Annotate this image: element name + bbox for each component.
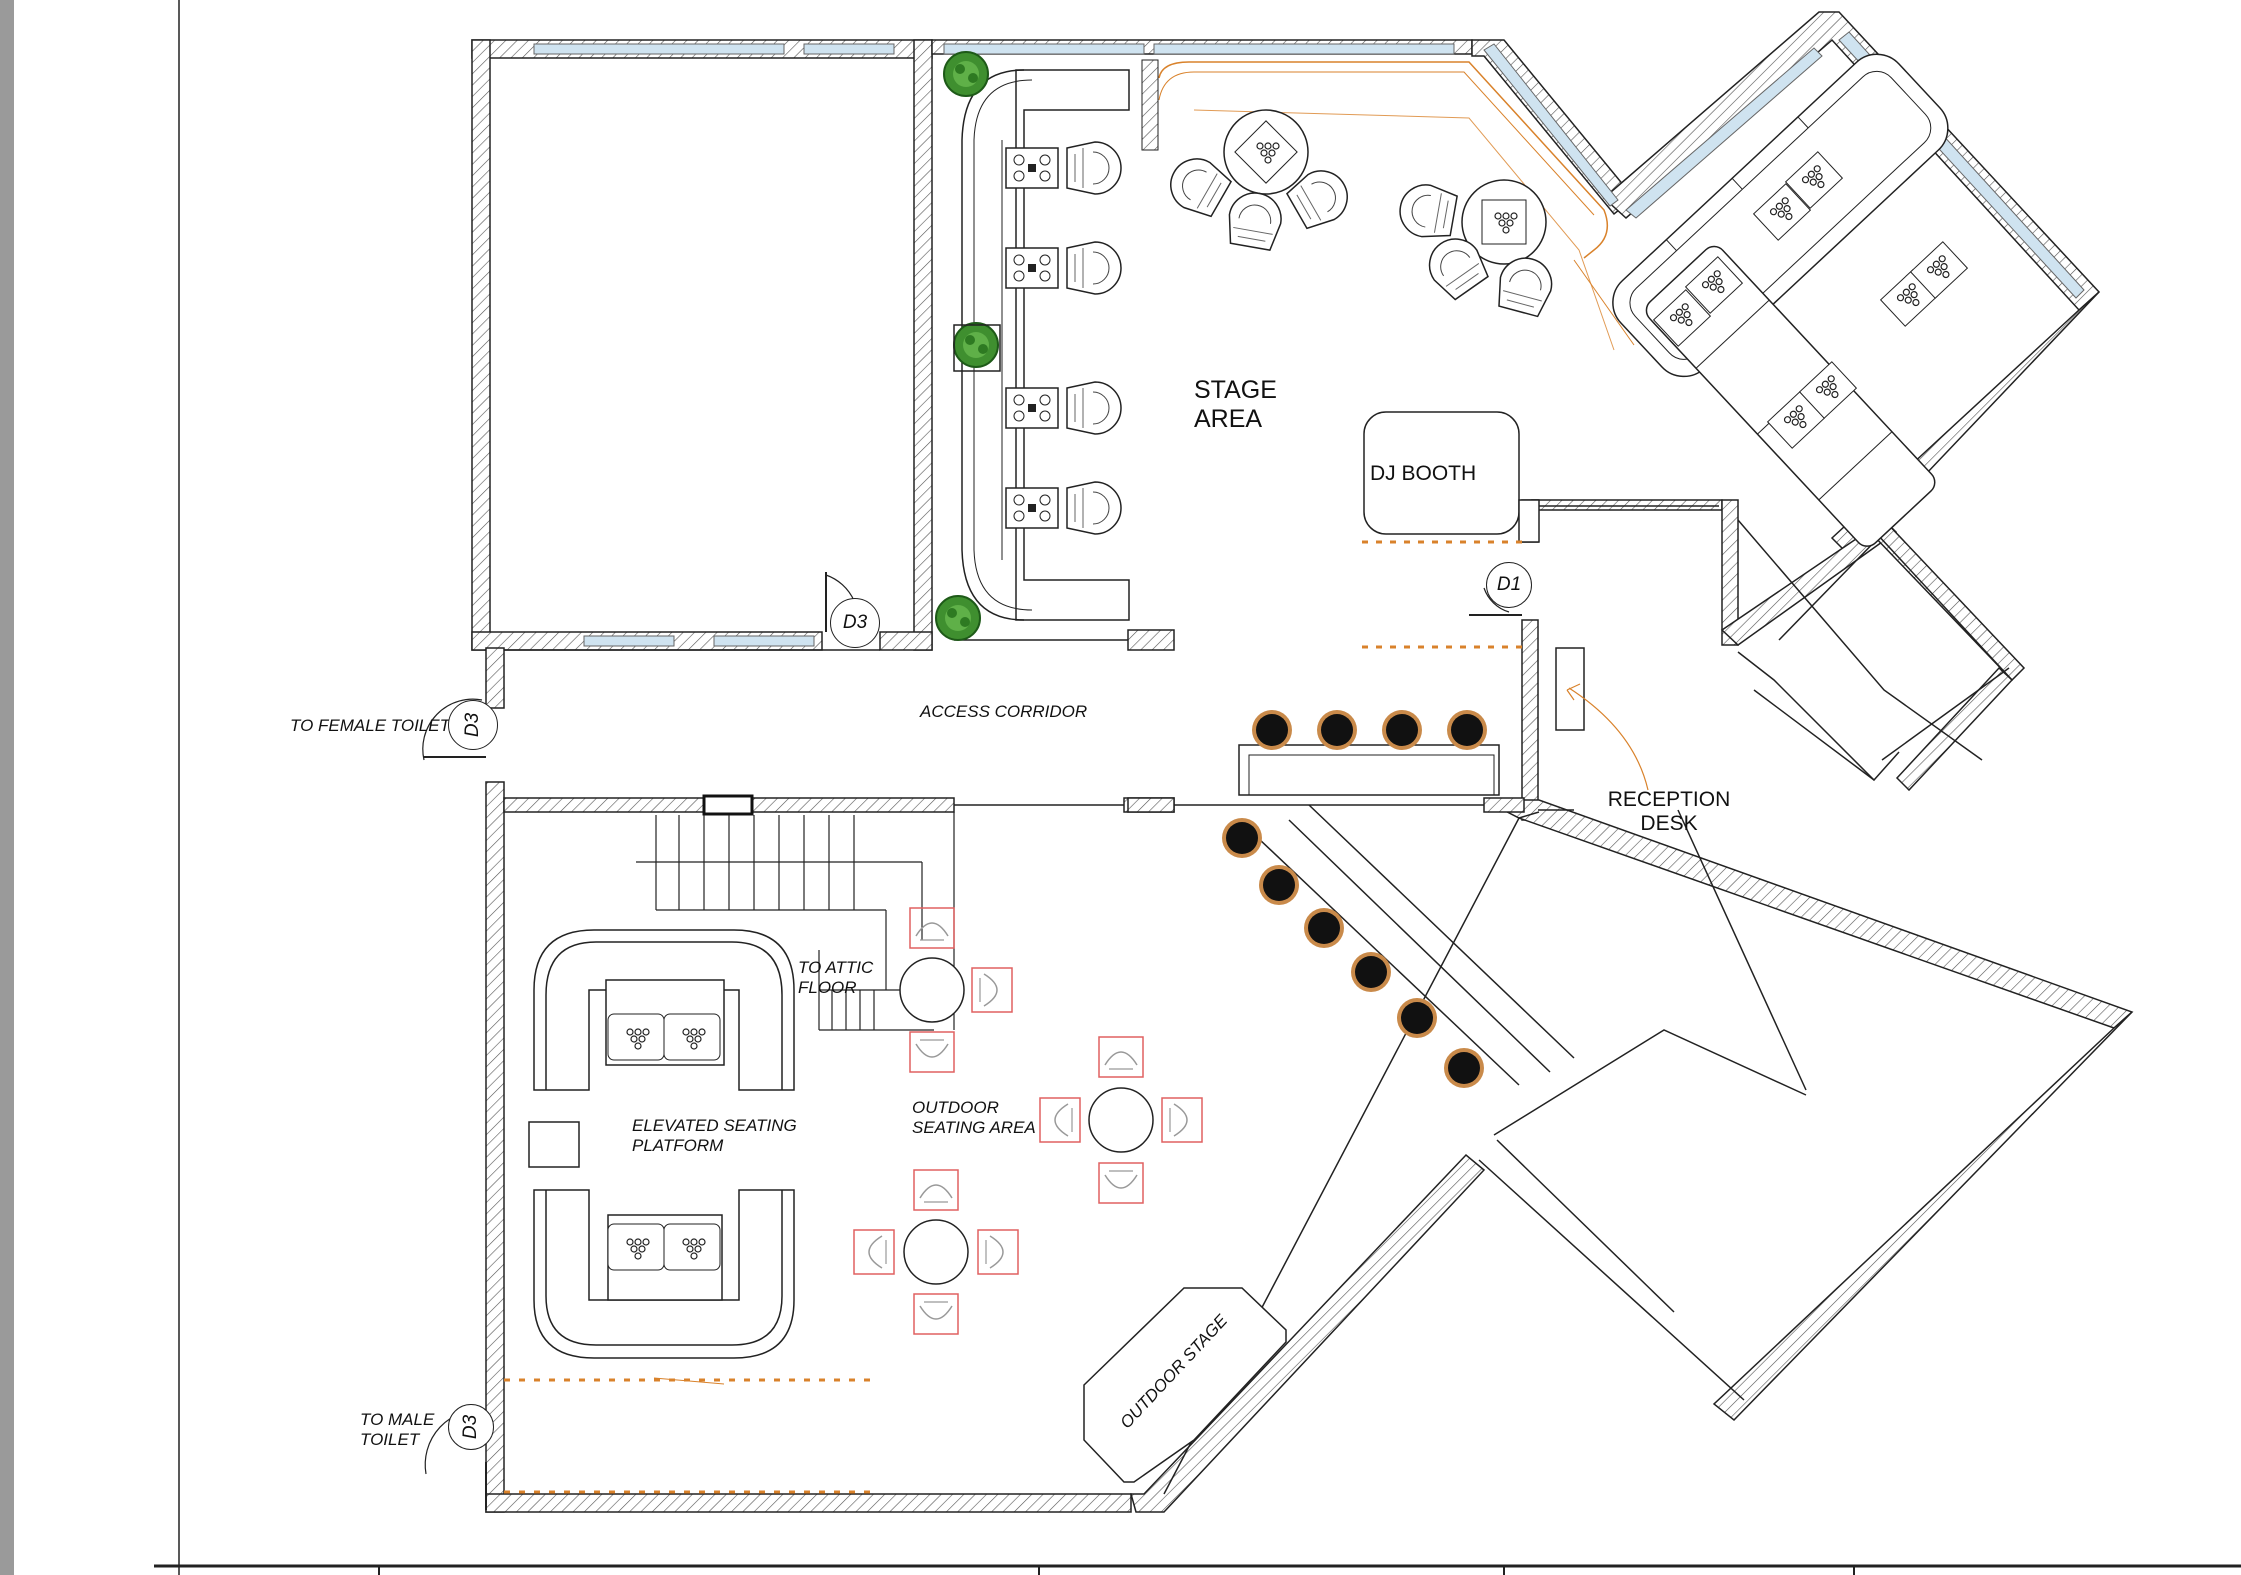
door-tag-d3-male-toilet: D3: [448, 1404, 494, 1450]
door-tag-d3-male-text: D3: [459, 1414, 481, 1440]
to-male-line2: TOILET: [360, 1429, 420, 1449]
door-tag-d1-stage: D1: [1486, 562, 1532, 608]
reception-desk-label: RECEPTION DESK: [1594, 788, 1744, 836]
floor-plan: [154, 0, 2241, 1575]
elevated-line2: PLATFORM: [632, 1135, 724, 1155]
dj-booth-label: DJ BOOTH: [1370, 462, 1477, 485]
reception-line1: RECEPTION: [1607, 788, 1731, 811]
to-male-toilet-label: TO MALE TOILET: [360, 1410, 434, 1449]
door-tag-d3-corridor: D3: [830, 598, 880, 648]
outdoor-seating-line2: SEATING AREA: [912, 1117, 1036, 1137]
reception-line2: DESK: [1640, 812, 1698, 836]
to-attic-line1: TO ATTIC: [798, 958, 874, 977]
to-attic-line2: FLOOR: [798, 977, 857, 997]
elevated-line1: ELEVATED SEATING: [632, 1116, 797, 1135]
stage-area-label: STAGE AREA: [1194, 376, 1277, 434]
outdoor-seating-label: OUTDOOR SEATING AREA: [912, 1098, 1036, 1137]
to-attic-floor-label: TO ATTIC FLOOR: [798, 958, 873, 997]
outdoor-seating-line1: OUTDOOR: [912, 1098, 999, 1117]
stage-area-line1: STAGE: [1194, 376, 1277, 404]
drawing-sheet: STAGE AREA DJ BOOTH ACCESS CORRIDOR TO F…: [14, 0, 2241, 1575]
stage-area-line2: AREA: [1194, 404, 1263, 433]
to-male-line1: TO MALE: [360, 1410, 435, 1429]
door-tag-d3-female-text: D3: [461, 712, 483, 738]
elevated-seating-label: ELEVATED SEATING PLATFORM: [632, 1116, 797, 1155]
access-corridor-label: ACCESS CORRIDOR: [920, 702, 1088, 721]
to-female-toilet-label: TO FEMALE TOILET: [290, 716, 450, 735]
door-tag-d3-female-toilet: D3: [448, 700, 498, 750]
